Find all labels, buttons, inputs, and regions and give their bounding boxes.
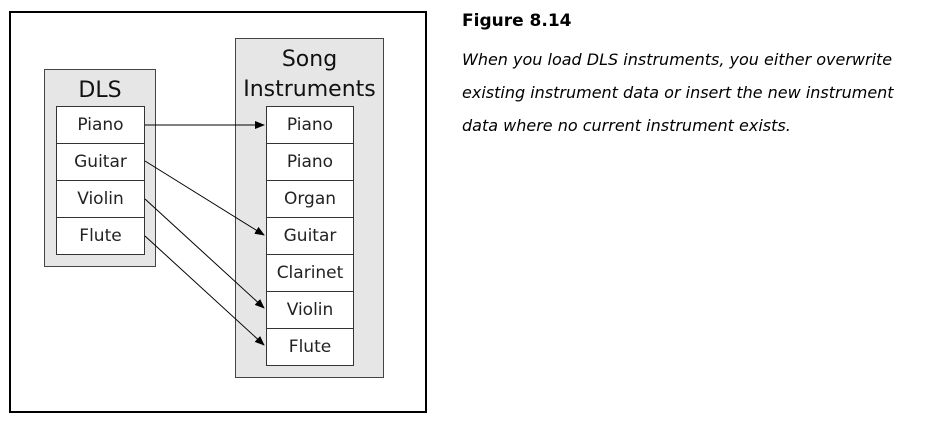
song-item-flute: Flute bbox=[266, 328, 354, 366]
dls-item-piano: Piano bbox=[56, 106, 145, 144]
figure-caption: Figure 8.14 When you load DLS instrument… bbox=[462, 8, 932, 142]
song-item-organ: Organ bbox=[266, 180, 354, 218]
dls-group-title: DLS bbox=[78, 78, 122, 103]
dls-item-flute: Flute bbox=[56, 217, 145, 255]
song-item-piano-2: Piano bbox=[266, 143, 354, 181]
song-item-clarinet: Clarinet bbox=[266, 254, 354, 292]
song-group-title-line1: Song bbox=[281, 47, 338, 72]
figure-title: Figure 8.14 bbox=[462, 11, 572, 31]
figure-caption-line-3: data where no current instrument exists. bbox=[462, 116, 791, 135]
dls-item-violin: Violin bbox=[56, 180, 145, 218]
dls-item-guitar: Guitar bbox=[56, 143, 145, 181]
figure-caption-line-1: When you load DLS instruments, you eithe… bbox=[462, 50, 893, 69]
song-item-guitar: Guitar bbox=[266, 217, 354, 255]
figure-caption-line-2: existing instrument data or insert the n… bbox=[462, 83, 894, 102]
song-item-piano-1: Piano bbox=[266, 106, 354, 144]
song-item-violin: Violin bbox=[266, 291, 354, 329]
song-group-title-line2: Instruments bbox=[243, 77, 376, 102]
